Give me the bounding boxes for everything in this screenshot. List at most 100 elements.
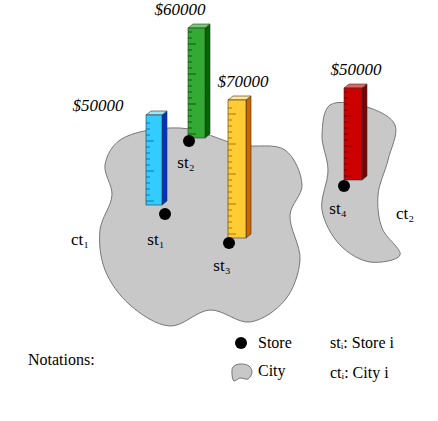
bar-tick: [146, 177, 150, 178]
bar-tick: [344, 170, 348, 171]
bar-tick: [146, 153, 150, 154]
bar-tick: [228, 180, 232, 181]
bar-tick: [344, 146, 352, 147]
bar-tick: [228, 198, 232, 199]
bar-tick: [146, 141, 154, 142]
store-label: st₄: [329, 199, 346, 219]
store-node: st₁$50000: [144, 107, 174, 222]
notation-text: stᵢ: Store i: [330, 333, 394, 353]
bar-tick: [228, 126, 232, 127]
bar-side: [246, 96, 251, 238]
store-bar: [180, 20, 213, 149]
city-label: ct₂: [396, 204, 414, 224]
bar-tick: [188, 122, 192, 123]
bar-tick: [228, 222, 232, 223]
bar-tick: [188, 50, 192, 51]
bar-side: [362, 84, 367, 180]
bar-tick: [228, 204, 236, 205]
bar-tick: [228, 216, 232, 217]
bar-tick: [228, 132, 232, 133]
bar-tick: [344, 140, 348, 141]
store-label: st₁: [147, 230, 164, 250]
bar-tick: [344, 122, 348, 123]
store-node: st₃$70000: [220, 92, 254, 251]
store-label: st₃: [213, 256, 230, 276]
bar-tick: [146, 201, 154, 202]
bar-tick: [146, 135, 150, 136]
bar-side: [205, 24, 210, 138]
bar-tick: [228, 186, 232, 187]
bar-tick: [188, 44, 196, 45]
bar-tick: [188, 110, 192, 111]
bar-top: [146, 111, 167, 115]
bar-tick: [146, 147, 150, 148]
sales-value: $50000: [73, 96, 124, 116]
bar-tick: [146, 159, 150, 160]
city-label: ct₁: [71, 230, 89, 250]
bar-tick: [344, 128, 348, 129]
legend-text: Store: [258, 333, 292, 353]
bar-tick: [188, 38, 192, 39]
store-bar: [220, 92, 254, 251]
bar-tick: [344, 98, 348, 99]
bar-tick: [146, 189, 150, 190]
bar-tick: [146, 123, 150, 124]
bar-tick: [228, 210, 232, 211]
bar-tick: [344, 116, 352, 117]
legend-text: City: [258, 361, 286, 381]
bar-tick: [344, 104, 348, 105]
bar-tick: [228, 120, 232, 121]
bar-tick: [228, 228, 232, 229]
bar-tick: [228, 114, 236, 115]
bar-tick: [344, 158, 348, 159]
bar-top: [188, 24, 210, 28]
bar-front: [228, 100, 246, 238]
bar-tick: [228, 234, 236, 235]
bar-tick: [344, 134, 348, 135]
bar-tick: [344, 176, 352, 177]
city-region: ct₁st₁$50000st₂$60000st₃$70000: [95, 122, 310, 332]
store-dot: [338, 180, 350, 192]
bar-tick: [188, 80, 192, 81]
bar-tick: [188, 98, 192, 99]
bar-tick: [146, 183, 150, 184]
store-dot: [223, 237, 235, 249]
bar-tick: [188, 74, 196, 75]
bar-side: [162, 111, 167, 205]
sales-value: $60000: [155, 0, 206, 20]
legend-item: Store: [230, 333, 320, 355]
bar-tick: [228, 168, 232, 169]
city-sample: [230, 361, 256, 383]
bar-front: [344, 88, 362, 180]
bar-tick: [146, 195, 150, 196]
bar-tick: [344, 92, 348, 93]
legend-heading: Notations:: [28, 350, 95, 370]
bar-tick: [188, 62, 192, 63]
bar-tick: [146, 129, 150, 130]
store-bar: [335, 80, 370, 194]
city-shape: [232, 364, 252, 381]
legend-item: City: [230, 361, 320, 383]
bar-top: [344, 84, 367, 88]
bar-tick: [228, 108, 232, 109]
bar-tick: [146, 165, 150, 166]
bar-tick: [188, 134, 196, 135]
bar-tick: [228, 150, 232, 151]
bar-front: [146, 115, 162, 205]
bar-tick: [188, 32, 192, 33]
bar-tick: [228, 144, 236, 145]
store-bar: [144, 107, 174, 222]
bar-tick: [228, 138, 232, 139]
sales-value: $50000: [331, 60, 382, 80]
bar-tick: [228, 162, 232, 163]
store-node: st₂$60000: [180, 20, 213, 149]
bar-tick: [228, 192, 232, 193]
bar-tick: [344, 152, 348, 153]
bar-tick: [146, 171, 154, 172]
sales-value: $70000: [218, 72, 269, 92]
store-dot: [159, 208, 171, 220]
bar-top: [228, 96, 251, 100]
bar-front: [188, 28, 205, 138]
bar-tick: [188, 56, 192, 57]
